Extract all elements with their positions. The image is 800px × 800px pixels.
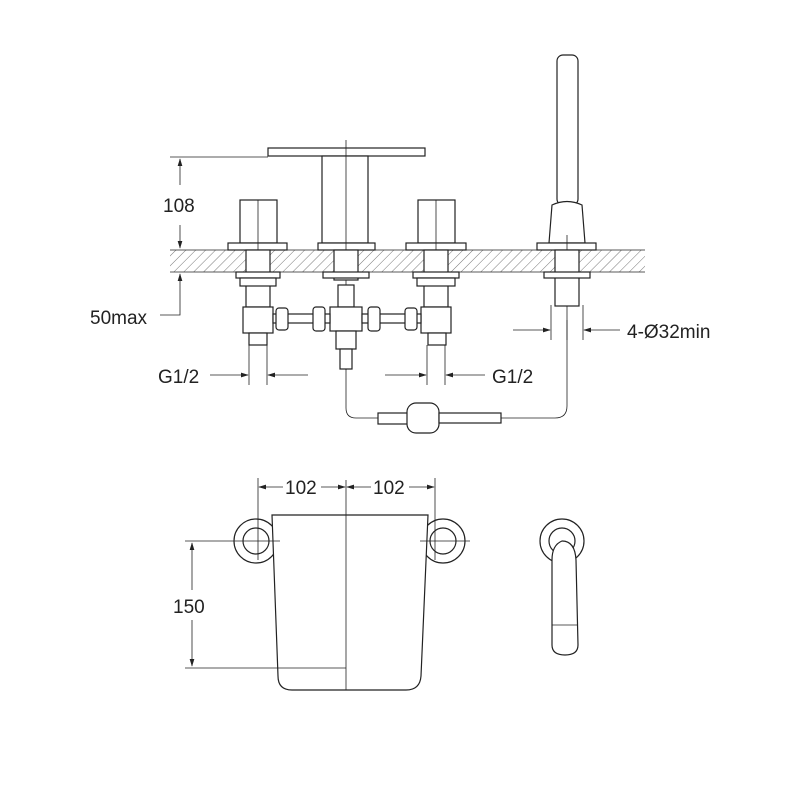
label-spout-height: 108 — [163, 196, 195, 217]
shower-hose — [345, 320, 568, 434]
under-deck-fittings — [235, 249, 591, 370]
label-inlet-left: G1/2 — [158, 367, 199, 388]
dim-inlet-left: G1/2 — [158, 345, 308, 388]
label-inlet-right: G1/2 — [492, 367, 533, 388]
label-hole-diameter: 4-Ø32min — [627, 322, 710, 343]
dim-spout-height: 108 — [163, 156, 268, 249]
plan-view — [185, 478, 470, 691]
left-handle — [227, 199, 288, 300]
label-spout-projection: 150 — [173, 597, 205, 618]
label-spacing-left: 102 — [285, 478, 317, 499]
hand-shower-plan — [539, 518, 585, 656]
dim-spout-projection: 150 — [173, 542, 205, 667]
dim-deck-thickness: 50max — [90, 273, 183, 329]
dim-inlet-right: G1/2 — [385, 345, 533, 388]
hand-shower — [536, 54, 597, 340]
dim-spacing: 102 102 — [258, 476, 435, 499]
label-deck-thickness: 50max — [90, 308, 148, 329]
dim-hole-diameter: 4-Ø32min — [513, 305, 710, 343]
label-spacing-right: 102 — [373, 478, 405, 499]
